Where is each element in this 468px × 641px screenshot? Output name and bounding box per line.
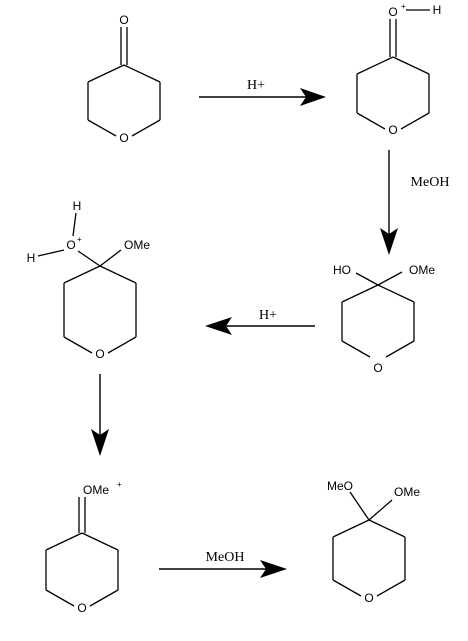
methoxy-label: OMe: [124, 238, 150, 252]
oxonium-oxygen-label: O: [66, 238, 75, 252]
ring-oxygen-label: O: [364, 591, 373, 605]
ring-oxygen-label: O: [95, 347, 104, 361]
molecule-5-oxocarbenium: OMe + O: [45, 480, 122, 615]
positive-charge: +: [77, 235, 82, 244]
methoxy-right-label: OMe: [394, 485, 420, 499]
hydrogen-left-label: H: [27, 251, 36, 265]
carbonyl-oxygen-label: O: [119, 13, 128, 27]
ring-oxygen-label: O: [77, 601, 86, 615]
ring-oxygen-label: O: [119, 131, 128, 145]
molecule-2-protonated-ketone: O + H O: [356, 2, 442, 137]
hydrogen-label: H: [433, 3, 442, 17]
reaction-arrow-4: [91, 374, 109, 456]
molecule-6-dimethyl-ketal: MeO OMe O: [327, 479, 420, 605]
reaction-arrow-1: H+: [199, 78, 326, 106]
reaction-arrow-5: MeOH: [159, 550, 287, 578]
oxonium-oxygen-label: O: [388, 5, 397, 19]
reaction-arrow-2: MeOH: [380, 150, 449, 255]
positive-charge: +: [117, 480, 122, 489]
hydroxyl-label: HO: [333, 263, 351, 277]
hydrogen-top-label: H: [73, 199, 82, 213]
methoxy-label: OMe: [409, 263, 435, 277]
reagent-methanol-1: MeOH: [411, 175, 450, 190]
reaction-arrow-3: H+: [205, 308, 315, 335]
reagent-methanol-2: MeOH: [206, 550, 245, 565]
molecule-4-protonated-hemiketal: O + H H OMe O: [27, 199, 151, 361]
methoxonium-label: OMe: [83, 483, 109, 497]
methoxy-left-label: MeO: [327, 479, 353, 493]
reagent-acid-2: H+: [259, 308, 277, 323]
molecule-3-hemiketal: HO OMe O: [333, 263, 435, 375]
ring-oxygen-label: O: [388, 123, 397, 137]
molecule-1-tetrahydropyranone: O O: [87, 13, 161, 145]
ring-oxygen-label: O: [373, 361, 382, 375]
positive-charge: +: [401, 2, 406, 11]
reagent-acid-1: H+: [247, 78, 265, 93]
